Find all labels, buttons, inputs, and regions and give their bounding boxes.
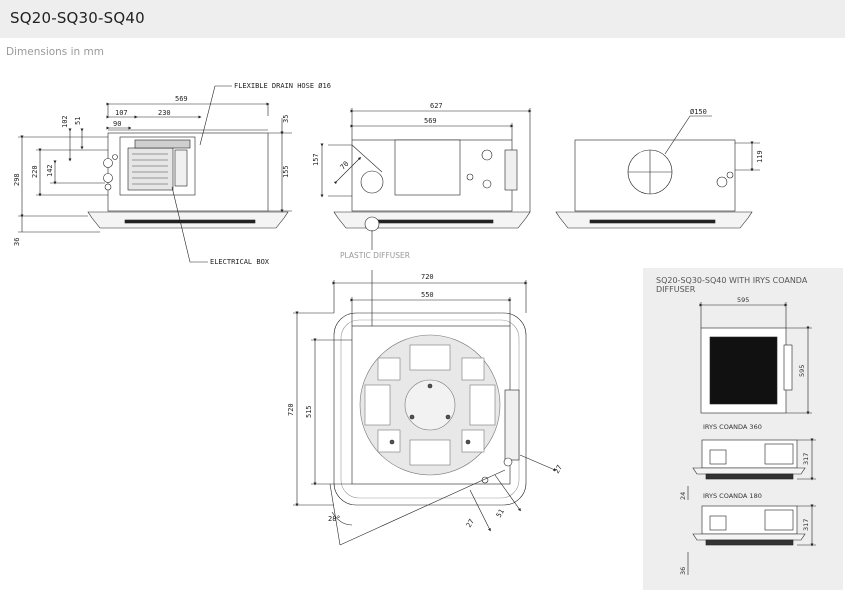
- dim-515: 515: [305, 405, 313, 418]
- dim-298: 298: [13, 173, 21, 186]
- dim-317-b: 317: [802, 519, 810, 531]
- irys-180-label: IRYS COANDA 180: [703, 492, 762, 500]
- dim-595-h: 595: [798, 365, 806, 377]
- dim-569-v2: 569: [424, 117, 437, 125]
- dim-102: 102: [61, 115, 69, 128]
- dim-157: 157: [312, 153, 320, 166]
- side-view-1: [18, 85, 292, 263]
- plastic-diffuser-label: PLASTIC DIFFUSER: [340, 251, 410, 260]
- dim-35: 35: [282, 115, 290, 123]
- dim-627: 627: [430, 102, 443, 110]
- dim-36-irys: 36: [679, 567, 687, 575]
- dim-230: 230: [158, 109, 171, 117]
- irys-panel-title: SQ20-SQ30-SQ40 WITH IRYS COANDA DIFFUSER: [656, 276, 808, 294]
- dim-51-top: 51: [495, 508, 506, 519]
- dim-317-a: 317: [802, 453, 810, 465]
- dim-107: 107: [115, 109, 128, 117]
- dimensions-note: Dimensions in mm: [6, 46, 104, 58]
- dim-220: 220: [31, 165, 39, 178]
- dim-142: 142: [46, 164, 54, 177]
- electrical-box-label: ELECTRICAL BOX: [210, 258, 270, 266]
- top-view: [293, 270, 557, 546]
- irys-360-view: [687, 438, 816, 500]
- dim-24: 24: [679, 492, 687, 500]
- title-bar: SQ20-SQ30-SQ40: [0, 0, 845, 38]
- dim-720-h: 720: [287, 403, 295, 416]
- dim-720-w: 720: [421, 273, 434, 281]
- dim-28-deg: 28°: [328, 515, 341, 523]
- dim-36-v1: 36: [13, 238, 21, 246]
- dim-d150: Ø150: [690, 108, 707, 116]
- dim-90: 90: [113, 120, 121, 128]
- irys-360-label: IRYS COANDA 360: [703, 423, 762, 431]
- dim-569-v1: 569: [175, 95, 188, 103]
- side-view-3: [555, 115, 760, 229]
- dim-155: 155: [282, 165, 290, 178]
- page-title: SQ20-SQ30-SQ40: [10, 9, 145, 27]
- side-view-2: [320, 108, 532, 250]
- dim-27-a: 27: [465, 518, 476, 529]
- irys-180-view: [687, 504, 816, 575]
- dim-550: 550: [421, 291, 434, 299]
- dim-119: 119: [756, 150, 764, 163]
- drain-hose-label: FLEXIBLE DRAIN HOSE Ø16: [234, 82, 331, 90]
- dim-27-b: 27: [553, 464, 564, 475]
- dim-51: 51: [74, 117, 82, 125]
- irys-top-view: [699, 302, 812, 415]
- dim-70: 70: [339, 160, 351, 172]
- dim-595-w: 595: [737, 296, 749, 304]
